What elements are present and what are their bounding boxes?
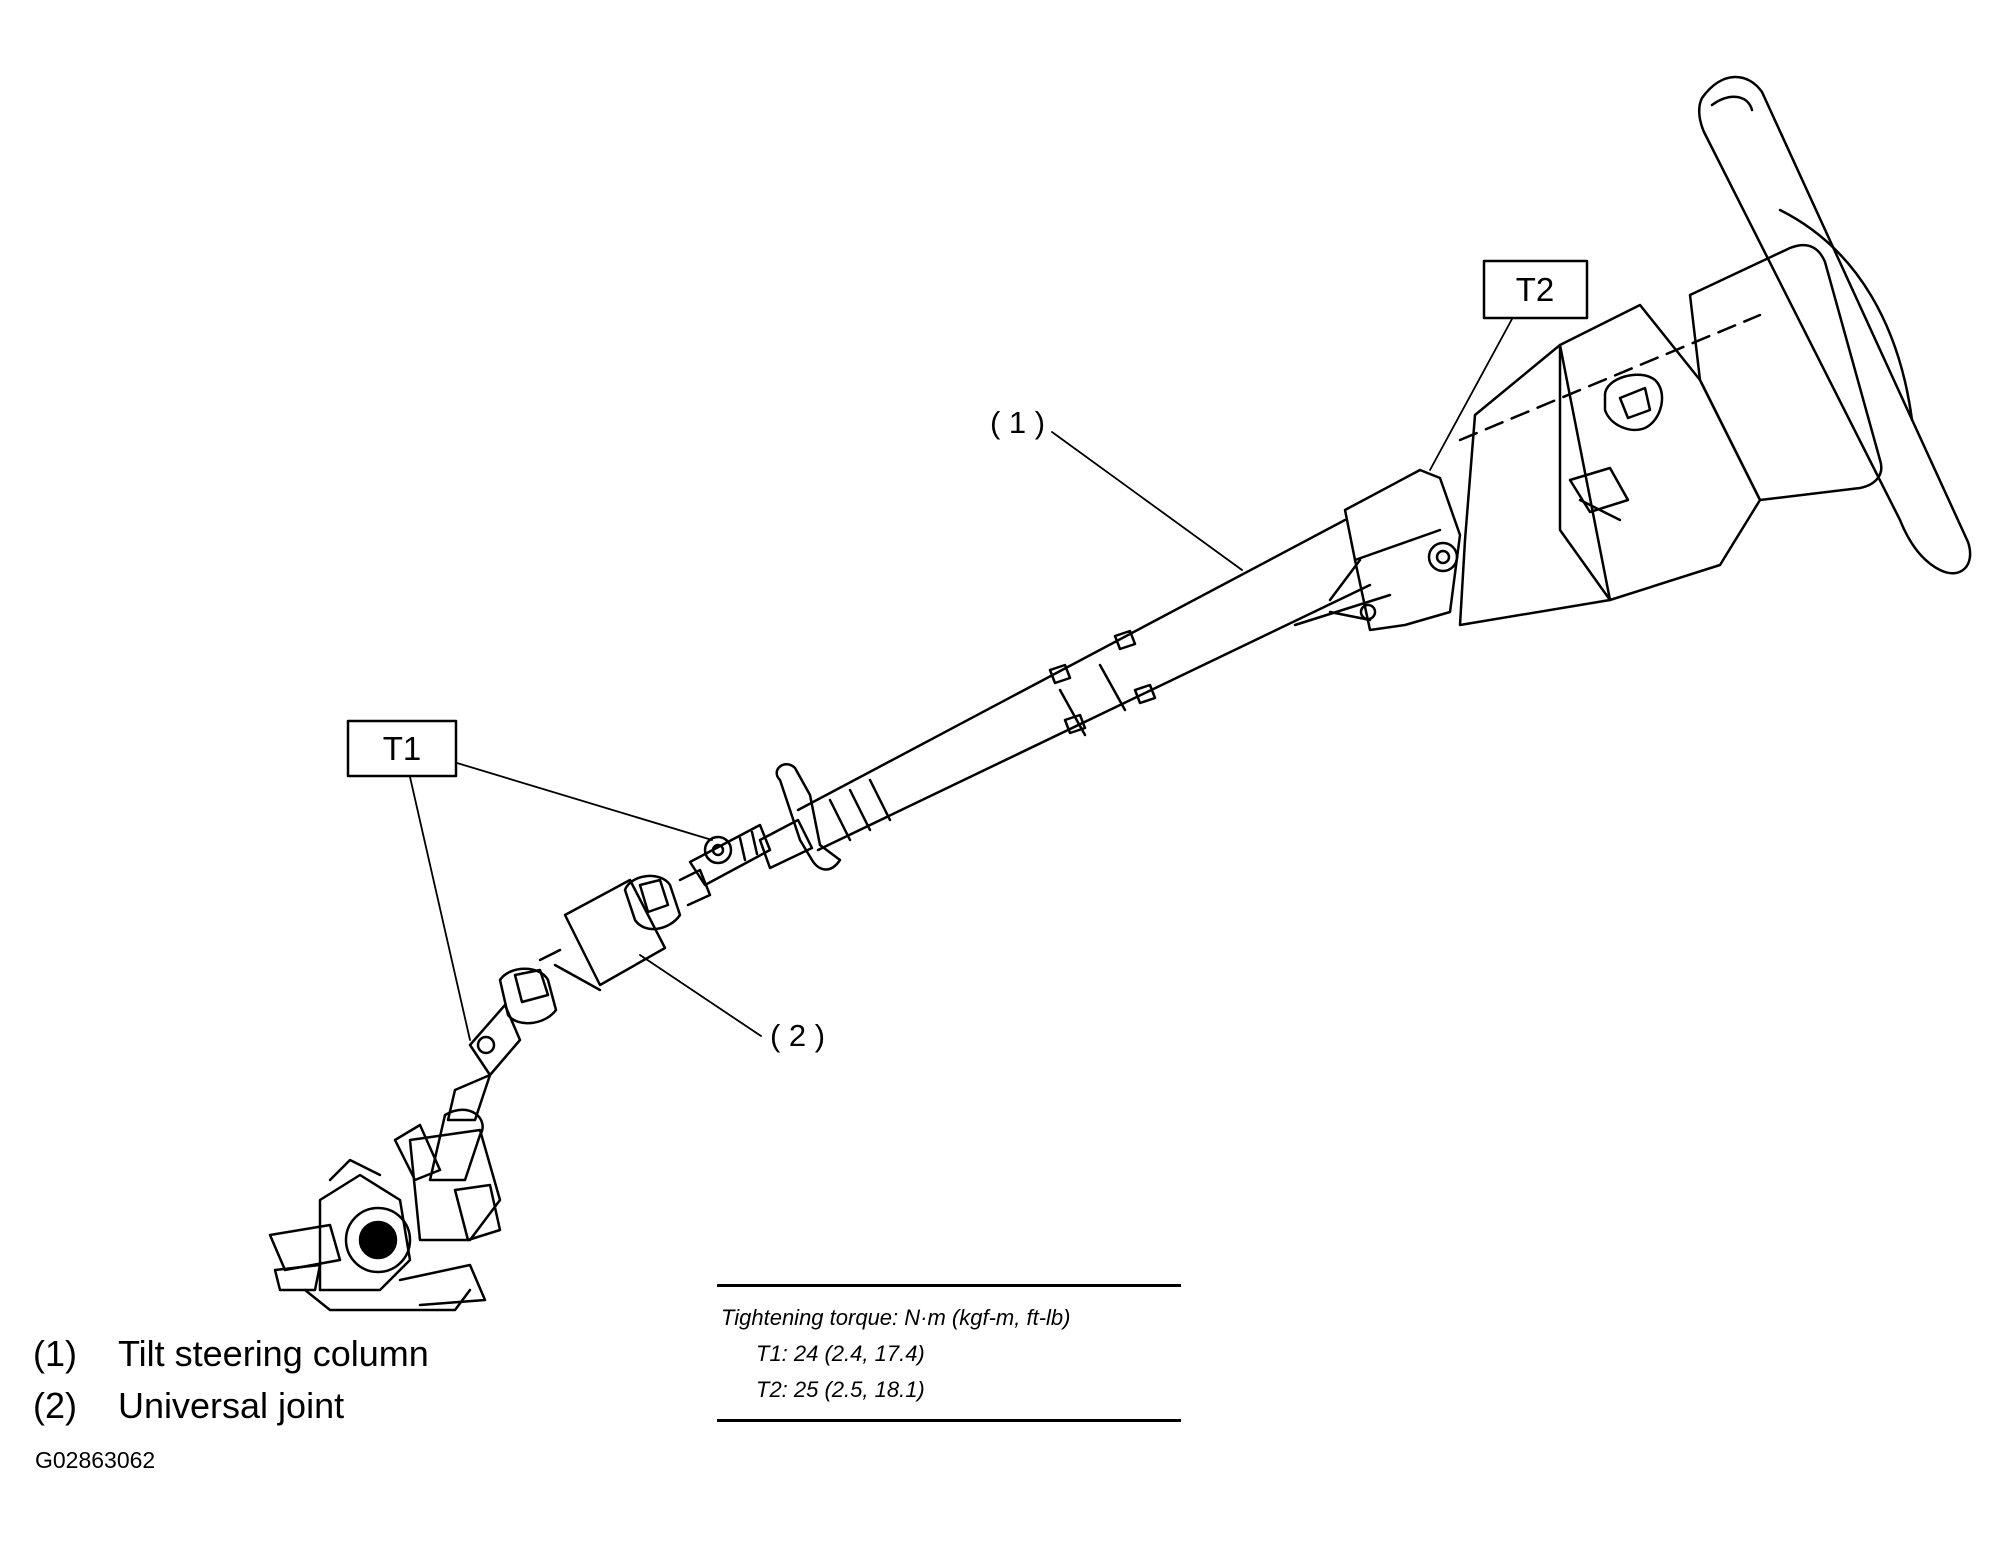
t1-callout-box — [346, 719, 458, 778]
universal-joint — [538, 868, 712, 992]
torque-specification-table: Tightening torque: N·m (kgf-m, ft-lb) T1… — [717, 1284, 1181, 1422]
steering-wheel — [1698, 75, 1972, 575]
torque-row: T1: 24 (2.4, 17.4) — [756, 1341, 925, 1366]
lower-yoke — [446, 967, 558, 1122]
legend-item-label: Tilt steering column — [118, 1333, 429, 1374]
legend-item-label: Universal joint — [118, 1385, 345, 1426]
part-1-callout: ( 1 ) — [990, 405, 1045, 440]
parts-legend: (1) Tilt steering column (2) Universal j… — [33, 1328, 429, 1432]
leader-lines — [409, 318, 1513, 1041]
legend-item: (2) Universal joint — [33, 1380, 429, 1432]
column-cover — [1458, 243, 1883, 627]
tilt-steering-column-shaft — [758, 313, 1762, 871]
figure-code: G02863062 — [35, 1447, 156, 1473]
column-mounting-bracket — [1293, 468, 1462, 632]
torque-heading: Tightening torque: N·m (kgf-m, ft-lb) — [721, 1305, 1071, 1330]
torque-row: T2: 25 (2.5, 18.1) — [756, 1377, 925, 1402]
legend-item-number: (1) — [33, 1333, 77, 1374]
legend-item-number: (2) — [33, 1385, 77, 1426]
part-2-callout: ( 2 ) — [770, 1018, 825, 1053]
t2-label: T2 — [1516, 271, 1555, 308]
steering-gearbox — [268, 1108, 502, 1312]
t2-callout-box — [1482, 259, 1589, 320]
legend-item: (1) Tilt steering column — [33, 1328, 429, 1380]
t1-label: T1 — [383, 730, 422, 767]
upper-yoke — [688, 823, 772, 887]
